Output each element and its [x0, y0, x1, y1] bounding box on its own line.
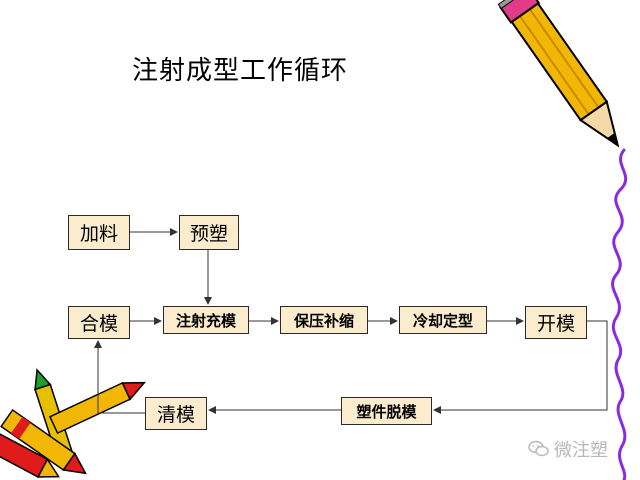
diagram-title: 注射成型工作循环 [132, 56, 349, 86]
watermark: 微注塑 [528, 436, 608, 462]
node-zhushe-chongmo: 注射充模 [163, 306, 249, 334]
node-qingmo: 清模 [145, 397, 207, 430]
node-baoya-busuo: 保压补缩 [280, 306, 368, 334]
node-yusu: 预塑 [179, 215, 239, 250]
node-hemo: 合模 [68, 306, 130, 339]
wechat-icon [528, 440, 549, 457]
node-lengque-dingxing: 冷却定型 [399, 306, 487, 334]
watermark-text: 微注塑 [554, 440, 608, 461]
node-suojian-tuomo: 塑件脱模 [341, 397, 432, 425]
node-kaimo: 开模 [525, 306, 587, 339]
node-jialiao: 加料 [68, 215, 130, 250]
arrow-qingmo-hemo [94, 340, 145, 414]
